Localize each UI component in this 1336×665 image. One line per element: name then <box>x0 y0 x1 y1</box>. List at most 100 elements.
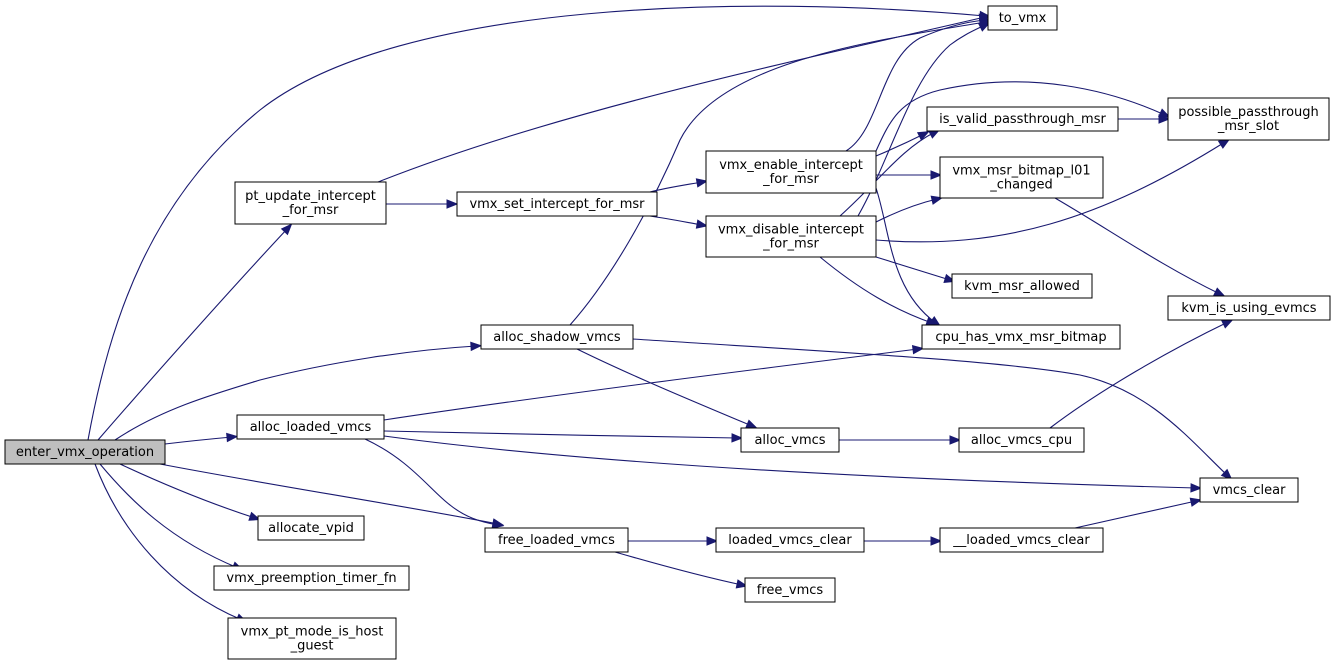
edge-pt_update_intercept_for_msr-to-to_vmx <box>377 13 992 183</box>
node-box <box>213 565 410 591</box>
edge-enter_vmx_operation-to-alloc_loaded_vmcs <box>164 432 239 445</box>
edge-enter_vmx_operation-to-alloc_shadow_vmcs <box>114 341 483 441</box>
node-label: _for_msr <box>282 203 339 218</box>
node-vmx_msr_bitmap_l01_changed[interactable]: vmx_msr_bitmap_l01_changed <box>939 156 1104 199</box>
edge-vmx_enable_intercept_for_msr-to-vmx_msr_bitmap_l01_changed <box>876 170 943 180</box>
node-alloc_vmcs_cpu[interactable]: alloc_vmcs_cpu <box>958 427 1085 453</box>
node-kvm_is_using_evmcs[interactable]: kvm_is_using_evmcs <box>1167 295 1331 321</box>
node-allocate_vpid[interactable]: allocate_vpid <box>257 515 365 541</box>
node-box <box>1199 477 1299 503</box>
node-label: kvm_msr_allowed <box>964 279 1080 294</box>
node-alloc_shadow_vmcs[interactable]: alloc_shadow_vmcs <box>480 324 634 350</box>
edge-loaded_vmcs_clear-to-__loaded_vmcs_clear <box>863 536 943 546</box>
edge-alloc_shadow_vmcs-to-vmcs_clear <box>632 338 1233 481</box>
node-box <box>227 617 397 660</box>
node-label: vmx_pt_mode_is_host <box>241 625 384 640</box>
node-box <box>740 427 840 453</box>
edge-vmx_msr_bitmap_l01_changed-to-kvm_is_using_evmcs <box>1054 197 1226 297</box>
node-label: _guest <box>290 639 334 654</box>
node-box <box>1167 295 1331 321</box>
node-alloc_loaded_vmcs[interactable]: alloc_loaded_vmcs <box>236 414 385 440</box>
node-label: alloc_shadow_vmcs <box>493 330 621 345</box>
node-box <box>715 527 865 553</box>
edge-alloc_loaded_vmcs-to-vmcs_clear <box>383 435 1203 493</box>
nodes-layer: enter_vmx_operationpt_update_intercept_f… <box>4 5 1331 660</box>
edge-__loaded_vmcs_clear-to-vmcs_clear <box>1074 497 1203 529</box>
node-box <box>236 414 385 440</box>
node-loaded_vmcs_clear[interactable]: loaded_vmcs_clear <box>715 527 865 553</box>
node-label: __loaded_vmcs_clear <box>952 533 1090 548</box>
edge-vmx_enable_intercept_for_msr-to-cpu_has_vmx_msr_bitmap <box>875 187 942 327</box>
node-label: _for_msr <box>762 172 819 187</box>
node-to_vmx[interactable]: to_vmx <box>987 5 1058 31</box>
edge-vmx_disable_intercept_for_msr-to-kvm_msr_allowed <box>875 256 957 283</box>
node-is_valid_passthrough_msr[interactable]: is_valid_passthrough_msr <box>926 106 1119 132</box>
edge-pt_update_intercept_for_msr-to-vmx_set_intercept_for_msr <box>386 199 459 209</box>
node-box <box>705 150 877 194</box>
node-free_loaded_vmcs[interactable]: free_loaded_vmcs <box>484 527 629 553</box>
node-box <box>958 427 1085 453</box>
node-label: vmx_set_intercept_for_msr <box>469 197 645 212</box>
node-possible_passthrough_msr_slot[interactable]: possible_passthrough_msr_slot <box>1167 97 1330 141</box>
node-label: vmcs_clear <box>1213 483 1287 498</box>
edge-vmx_set_intercept_for_msr-to-vmx_enable_intercept_for_msr <box>649 178 709 193</box>
edge-vmx_disable_intercept_for_msr-to-vmx_msr_bitmap_l01_changed <box>875 195 944 223</box>
node-label: _changed <box>989 178 1053 193</box>
node-label: enter_vmx_operation <box>16 445 154 460</box>
node-label: free_vmcs <box>757 583 824 598</box>
node-label: is_valid_passthrough_msr <box>939 112 1106 127</box>
edge-alloc_shadow_vmcs-to-alloc_vmcs <box>576 348 758 429</box>
node-label: vmx_enable_intercept <box>719 158 863 173</box>
edge-enter_vmx_operation-to-allocate_vpid <box>119 463 262 521</box>
node-vmx_preemption_timer_fn[interactable]: vmx_preemption_timer_fn <box>213 565 410 591</box>
edge-alloc_loaded_vmcs-to-alloc_vmcs <box>383 430 744 443</box>
node-enter_vmx_operation[interactable]: enter_vmx_operation <box>4 439 166 465</box>
node-label: pt_update_intercept <box>245 189 376 204</box>
edge-enter_vmx_operation-to-vmx_pt_mode_is_host_guest <box>94 463 248 623</box>
node-box <box>951 273 1093 299</box>
node-label: possible_passthrough <box>1178 105 1319 120</box>
node-label: alloc_vmcs_cpu <box>971 433 1072 448</box>
node-__loaded_vmcs_clear[interactable]: __loaded_vmcs_clear <box>939 527 1104 553</box>
node-label: kvm_is_using_evmcs <box>1181 301 1316 316</box>
node-pt_update_intercept_for_msr[interactable]: pt_update_intercept_for_msr <box>234 181 387 225</box>
edge-enter_vmx_operation-to-pt_update_intercept_for_msr <box>97 223 293 441</box>
node-cpu_has_vmx_msr_bitmap[interactable]: cpu_has_vmx_msr_bitmap <box>921 324 1121 350</box>
node-box <box>480 324 634 350</box>
node-box <box>939 156 1104 199</box>
node-label: _for_msr <box>762 237 819 252</box>
node-box <box>939 527 1104 553</box>
node-vmx_set_intercept_for_msr[interactable]: vmx_set_intercept_for_msr <box>456 191 658 217</box>
node-box <box>234 181 387 225</box>
node-label: to_vmx <box>999 11 1047 26</box>
node-vmx_enable_intercept_for_msr[interactable]: vmx_enable_intercept_for_msr <box>705 150 877 194</box>
node-free_vmcs[interactable]: free_vmcs <box>744 577 836 603</box>
node-box <box>744 577 836 603</box>
edge-is_valid_passthrough_msr-to-possible_passthrough_msr_slot <box>1117 114 1171 124</box>
edge-free_loaded_vmcs-to-free_vmcs <box>614 551 749 589</box>
node-label: free_loaded_vmcs <box>498 533 615 548</box>
node-box <box>456 191 658 217</box>
node-box <box>926 106 1119 132</box>
node-label: vmx_disable_intercept <box>718 223 864 238</box>
node-vmx_disable_intercept_for_msr[interactable]: vmx_disable_intercept_for_msr <box>705 215 877 258</box>
node-label: alloc_vmcs <box>754 433 825 448</box>
edge-vmx_set_intercept_for_msr-to-vmx_disable_intercept_for_msr <box>649 215 709 229</box>
node-box <box>987 5 1058 31</box>
node-vmcs_clear[interactable]: vmcs_clear <box>1199 477 1299 503</box>
edge-alloc_loaded_vmcs-to-free_loaded_vmcs <box>364 438 505 529</box>
edge-free_loaded_vmcs-to-loaded_vmcs_clear <box>627 536 719 546</box>
edge-vmx_enable_intercept_for_msr-to-is_valid_passthrough_msr <box>875 131 930 157</box>
node-alloc_vmcs[interactable]: alloc_vmcs <box>740 427 840 453</box>
node-label: vmx_preemption_timer_fn <box>226 571 396 586</box>
node-kvm_msr_allowed[interactable]: kvm_msr_allowed <box>951 273 1093 299</box>
node-box <box>4 439 166 465</box>
node-box <box>705 215 877 258</box>
node-box <box>257 515 365 541</box>
node-label: _msr_slot <box>1217 119 1279 134</box>
node-label: allocate_vpid <box>268 521 354 536</box>
node-vmx_pt_mode_is_host_guest[interactable]: vmx_pt_mode_is_host_guest <box>227 617 397 660</box>
node-box <box>1167 97 1330 141</box>
node-box <box>921 324 1121 350</box>
